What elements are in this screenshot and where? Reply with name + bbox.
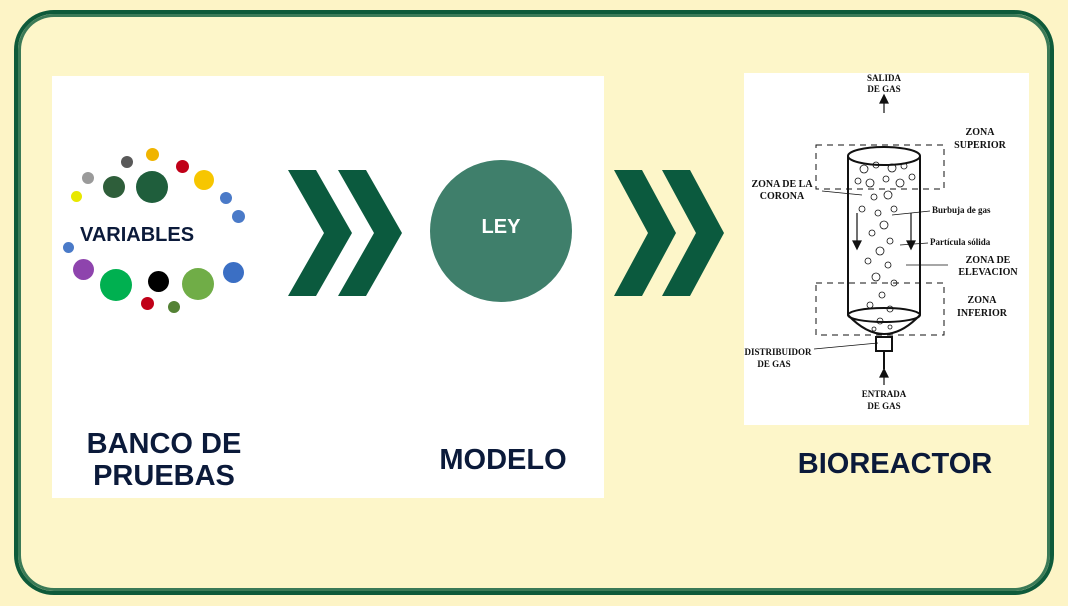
label-zona-elevacion-2: ELEVACION [958, 267, 1018, 278]
label-particula: Partícula sólida [930, 237, 991, 247]
dot [168, 301, 180, 313]
dot [73, 259, 94, 280]
dot [223, 262, 244, 283]
dot [82, 172, 94, 184]
label-zona-superior-2: SUPERIOR [954, 140, 1006, 151]
label-zona-inferior-2: INFERIOR [957, 308, 1008, 319]
dot [100, 269, 132, 301]
double-chevron-right-icon [288, 170, 402, 296]
dot [232, 210, 245, 223]
label-salida-1: SALIDA [867, 73, 902, 83]
modelo-label: MODELO [439, 444, 567, 476]
label-zona-corona-2: CORONA [760, 191, 805, 202]
label-zona-superior-1: ZONA [966, 127, 996, 138]
label-zona-corona-1: ZONA DE LA [751, 179, 813, 190]
dot [182, 268, 214, 300]
dot [146, 148, 159, 161]
double-chevron-right-icon [614, 170, 724, 296]
dot [63, 242, 74, 253]
label-zona-elevacion-1: ZONA DE [966, 255, 1011, 266]
banco-line-1: BANCO DE [86, 428, 242, 460]
dot [148, 271, 169, 292]
label-distribuidor-1: DISTRIBUIDOR [744, 347, 812, 357]
dot [220, 192, 232, 204]
banco-line-2: PRUEBAS [93, 460, 235, 492]
bioreactor-schematic: SALIDA DE GAS ZONA SUPERIOR ZONA DE LA C… [744, 73, 1029, 425]
dot [141, 297, 154, 310]
label-distribuidor-2: DE GAS [757, 359, 790, 369]
label-zona-inferior-1: ZONA [968, 295, 998, 306]
label-entrada-2: DE GAS [867, 401, 900, 411]
ley-circle: LEY [430, 160, 572, 302]
bioreactor-label: BIOREACTOR [797, 448, 993, 480]
dot [136, 171, 168, 203]
variables-label: VARIABLES [80, 224, 195, 246]
dot [103, 176, 125, 198]
dot [71, 191, 82, 202]
label-burbuja: Burbuja de gas [932, 205, 991, 215]
dot [194, 170, 214, 190]
label-entrada-1: ENTRADA [862, 389, 907, 399]
label-salida-2: DE GAS [867, 84, 900, 94]
dot [176, 160, 189, 173]
banco-de-pruebas-label: BANCO DE PRUEBAS [64, 428, 264, 492]
ley-label: LEY [481, 215, 521, 238]
dot [121, 156, 133, 168]
